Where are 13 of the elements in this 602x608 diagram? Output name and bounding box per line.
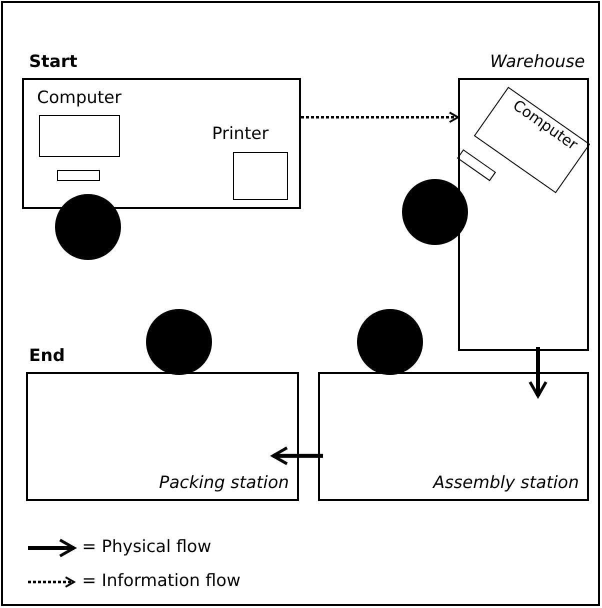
area-heading: End: [29, 346, 65, 366]
area-heading: Start: [29, 52, 78, 72]
physical-flow-arrow: [528, 347, 548, 398]
legend-text: = Information flow: [82, 571, 240, 591]
legend-text: = Physical flow: [82, 537, 212, 557]
area-box: [318, 372, 589, 501]
information-flow-arrow: [301, 112, 459, 124]
physical-flow-arrow: [272, 446, 323, 466]
area-label: Assembly station: [433, 473, 579, 493]
area-label: Warehouse: [490, 52, 585, 72]
device-label: Computer: [37, 88, 122, 108]
area-label: Packing station: [158, 473, 289, 493]
device-label: Printer: [212, 124, 269, 144]
